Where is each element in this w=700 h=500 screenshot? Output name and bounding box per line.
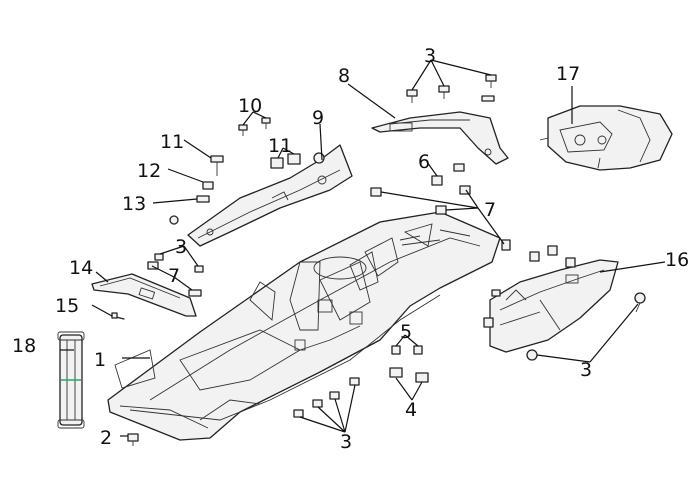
screw bbox=[491, 289, 501, 297]
screw bbox=[169, 215, 179, 225]
part-rear-fender-undertray bbox=[107, 211, 501, 441]
clip bbox=[270, 157, 284, 169]
screw bbox=[293, 409, 304, 418]
pin bbox=[111, 312, 125, 320]
part-side-cover-16 bbox=[489, 259, 619, 353]
callout-11-left: 11 bbox=[160, 131, 184, 153]
callout-4: 4 bbox=[405, 399, 417, 421]
screw bbox=[194, 265, 204, 273]
screw bbox=[238, 124, 248, 136]
callout-3-right: 3 bbox=[580, 359, 592, 381]
callout-11-right: 11 bbox=[268, 135, 292, 157]
callout-3-bottom: 3 bbox=[340, 431, 352, 453]
screw bbox=[438, 85, 450, 99]
clip bbox=[459, 185, 471, 195]
callout-3-top: 3 bbox=[424, 45, 436, 67]
screw bbox=[127, 433, 139, 446]
clip bbox=[370, 187, 382, 197]
callout-18: 18 bbox=[12, 335, 36, 357]
callout-9: 9 bbox=[312, 107, 324, 129]
clip bbox=[147, 261, 159, 270]
nut bbox=[202, 181, 214, 190]
screw bbox=[312, 399, 323, 408]
screw bbox=[431, 175, 443, 186]
screw bbox=[413, 345, 423, 355]
callout-7-left: 7 bbox=[168, 265, 180, 287]
callout-14: 14 bbox=[69, 257, 93, 279]
screw bbox=[154, 253, 164, 261]
callout-8: 8 bbox=[338, 65, 350, 87]
part-plate-14 bbox=[91, 273, 197, 317]
nut bbox=[313, 152, 325, 164]
clip bbox=[483, 317, 494, 328]
screw bbox=[349, 377, 360, 386]
clip bbox=[501, 239, 511, 251]
screw bbox=[406, 89, 418, 103]
callout-6: 6 bbox=[418, 151, 430, 173]
part-top-bracket-8 bbox=[371, 111, 509, 165]
screw bbox=[210, 155, 224, 176]
callout-5: 5 bbox=[400, 321, 412, 343]
callout-16: 16 bbox=[665, 249, 689, 271]
clip bbox=[188, 289, 202, 297]
clip bbox=[415, 372, 429, 383]
clip bbox=[389, 367, 403, 378]
callout-17: 17 bbox=[556, 63, 580, 85]
screw bbox=[391, 345, 401, 355]
part-side-bracket-9 bbox=[187, 144, 353, 247]
clip bbox=[565, 257, 576, 268]
callout-1: 1 bbox=[94, 349, 106, 371]
callout-13: 13 bbox=[122, 193, 146, 215]
clip bbox=[529, 251, 540, 262]
callout-15: 15 bbox=[55, 295, 79, 317]
callout-7-right: 7 bbox=[484, 199, 496, 221]
screw bbox=[261, 117, 271, 129]
screw bbox=[329, 391, 340, 400]
clip bbox=[481, 95, 495, 102]
screw bbox=[485, 74, 497, 88]
clip bbox=[453, 163, 465, 172]
screw bbox=[526, 349, 538, 361]
clip bbox=[435, 205, 447, 215]
clip bbox=[196, 195, 210, 203]
callout-10: 10 bbox=[238, 95, 262, 117]
callout-12: 12 bbox=[137, 160, 161, 182]
callout-numbers: 1 2 3 3 3 3 4 5 6 7 7 8 9 10 11 11 12 13… bbox=[12, 45, 689, 453]
clip bbox=[547, 245, 558, 256]
part-tail-light-17 bbox=[539, 105, 673, 171]
callout-2: 2 bbox=[100, 427, 112, 449]
screw bbox=[634, 292, 646, 313]
callout-3-left: 3 bbox=[175, 236, 187, 258]
part-strap bbox=[57, 331, 85, 429]
leader-lines bbox=[60, 59, 666, 437]
